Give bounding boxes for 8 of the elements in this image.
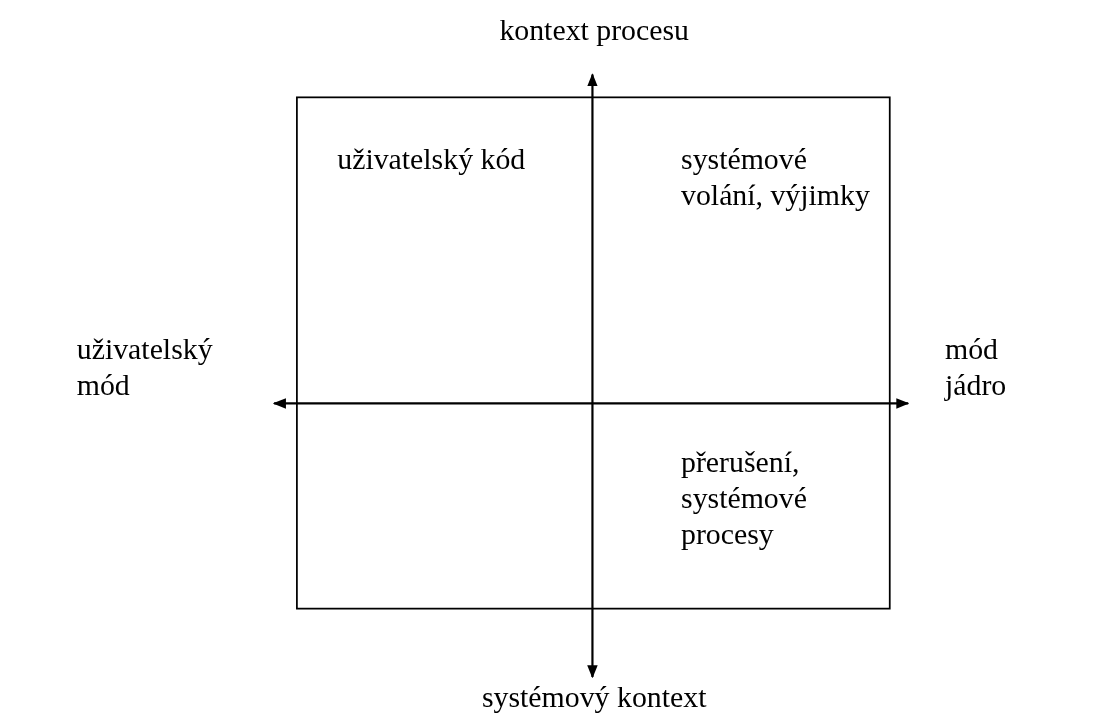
axis-label: uživatelský mód [76,331,214,403]
quadrant-text: přerušení, systémové procesy [681,444,808,552]
axis-label: kontext procesu [498,13,690,49]
axis-label: systémový kontext [480,679,708,715]
quadrant-text: uživatelský kód [337,142,527,178]
quadrant-frame [296,96,891,610]
quadrant-text: systémové volání, výjimky [681,142,871,214]
axis-label: mód jádro [945,331,1008,403]
